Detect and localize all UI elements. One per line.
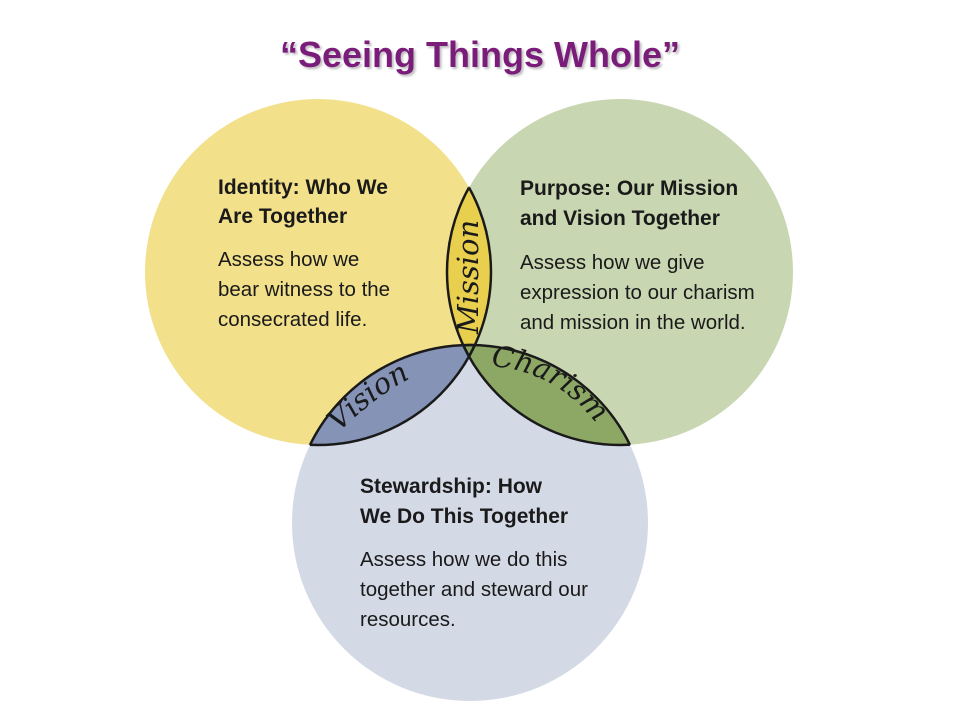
stewardship-body-line-2: together and steward our <box>360 578 588 601</box>
mission-lens-outline-right <box>445 99 491 445</box>
identity-body-line-2: bear witness to the <box>218 278 390 301</box>
identity-heading-line-1: Identity: Who We <box>218 176 388 199</box>
stewardship-heading-line-1: Stewardship: How <box>360 475 543 498</box>
identity-text: Identity: Who We Are Together Assess how… <box>218 176 390 331</box>
mission-label: Mission <box>451 220 485 335</box>
vision-lens-outline-bottom <box>292 345 493 447</box>
stewardship-body-line-3: resources. <box>360 608 456 631</box>
purpose-body-line-3: and mission in the world. <box>520 311 746 334</box>
stewardship-body-line-1: Assess how we do this <box>360 548 567 571</box>
mission-lens-outline-left <box>447 99 493 445</box>
identity-heading-line-2: Are Together <box>218 205 347 228</box>
purpose-text: Purpose: Our Mission and Vision Together… <box>520 177 755 334</box>
charism-lens-outline-top <box>447 343 650 445</box>
stewardship-text: Stewardship: How We Do This Together Ass… <box>360 475 588 631</box>
purpose-heading-line-1: Purpose: Our Mission <box>520 177 738 200</box>
charism-lens-outline-bottom <box>445 345 648 447</box>
stewardship-heading-line-2: We Do This Together <box>360 505 568 528</box>
purpose-body-line-2: expression to our charism <box>520 281 755 304</box>
page-title: “Seeing Things Whole” <box>279 34 680 75</box>
purpose-body-line-1: Assess how we give <box>520 251 705 274</box>
identity-body-line-1: Assess how we <box>218 248 359 271</box>
purpose-heading-line-2: and Vision Together <box>520 207 720 230</box>
identity-body-line-3: consecrated life. <box>218 308 367 331</box>
